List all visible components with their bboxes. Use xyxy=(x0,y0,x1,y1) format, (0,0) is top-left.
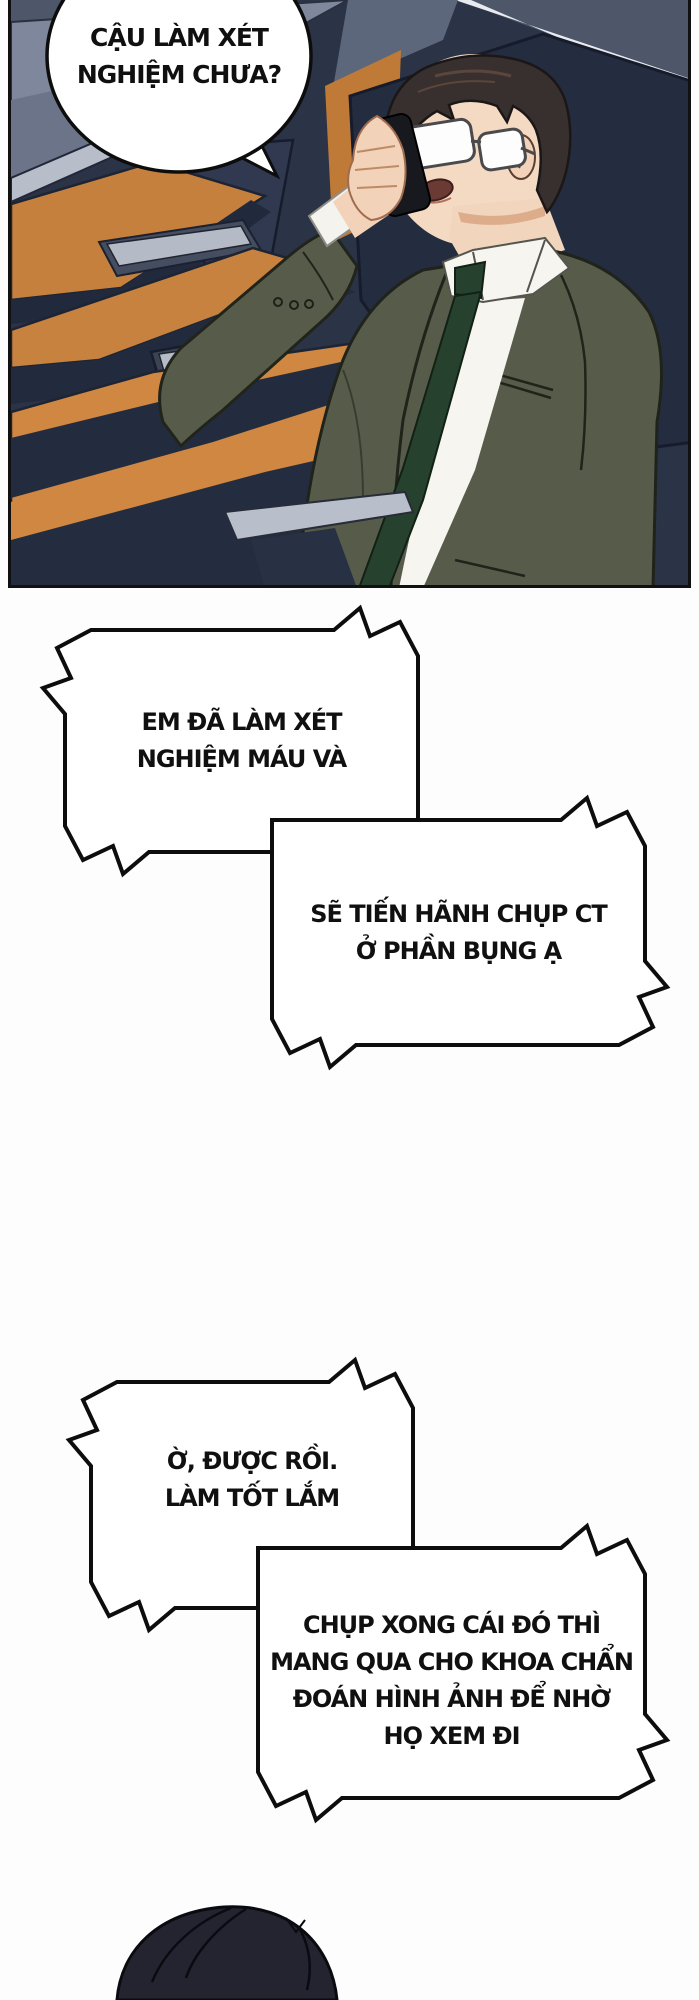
bubble-3-text: Ờ, ĐƯỢC RỒI. LÀM TỐT LẮM xyxy=(164,1447,340,1512)
office-scene-illustration xyxy=(11,0,688,585)
bubble-1-text: EM ĐÃ LÀM XÉT NGHIỆM MÁU VÀ xyxy=(136,708,348,773)
speech-balloon xyxy=(45,0,313,180)
sleeve xyxy=(158,228,359,449)
bubble-4-text: CHỤP XONG CÁI ĐÓ THÌ MANG QUA CHO KHOA C… xyxy=(270,1611,634,1750)
panel-office-scene: CẬU LÀM XÉT NGHIỆM CHƯA? xyxy=(8,0,691,588)
head-illustration xyxy=(115,1905,339,2000)
character-head xyxy=(115,1905,339,2000)
speech-bubble-4 xyxy=(256,1522,671,1824)
shirt xyxy=(399,298,525,585)
speech-bubble-2 xyxy=(270,794,671,1071)
speech-bubble-1 xyxy=(39,604,420,878)
speech-balloon-text: CẬU LÀM XÉT NGHIỆM CHƯA? xyxy=(76,23,282,89)
bubble-2-text: SẼ TIẾN HÃNH CHỤP CT Ở PHẦN BỤNG Ạ xyxy=(310,899,607,965)
foreground-armrest xyxy=(223,490,415,542)
hair xyxy=(383,54,572,215)
panel-bottom-head xyxy=(0,1855,699,2000)
